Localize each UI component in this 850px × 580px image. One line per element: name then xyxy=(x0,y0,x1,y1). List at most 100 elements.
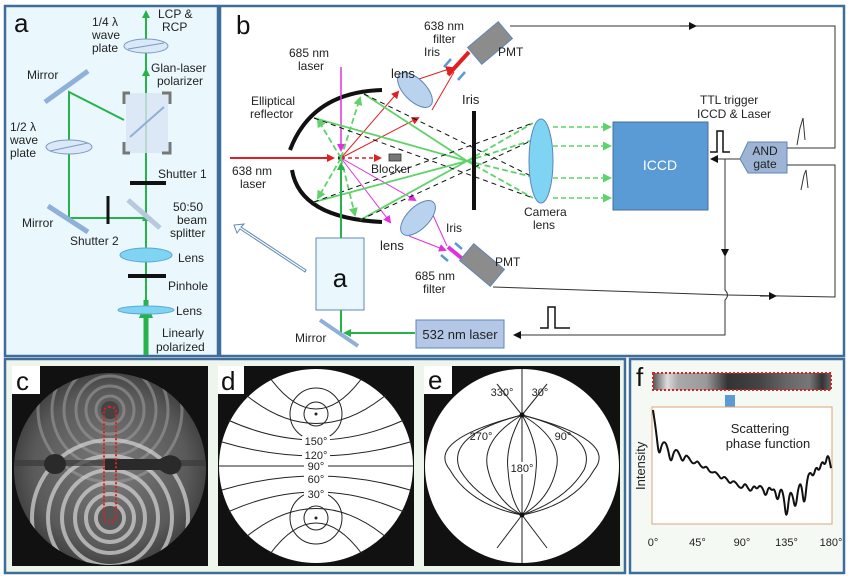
panel-f: f Scattering phase function Intensity 0°… xyxy=(628,357,846,575)
iccd-camera xyxy=(612,121,709,211)
x-axis-ticks: 0° 45° 90° 135° 180° xyxy=(648,537,843,549)
angle-label-120: 120° xyxy=(305,450,328,462)
label-iccd: ICCD xyxy=(643,157,677,173)
intensity-strip xyxy=(652,372,832,391)
iris-685-b xyxy=(454,242,463,250)
label-mirror-bottom: Mirror xyxy=(22,216,53,230)
panel-e-contours xyxy=(444,369,600,563)
label-laser-638: 638 nm xyxy=(232,164,272,178)
label-half-wave: 1/2 λ xyxy=(10,120,36,134)
black-dashed-1 xyxy=(313,117,534,199)
label-filter-638: 638 nm xyxy=(424,19,464,33)
holder-left xyxy=(44,454,66,474)
red-focus-2 xyxy=(431,71,455,111)
spot-top xyxy=(101,401,119,419)
elliptical-reflector-bottom xyxy=(290,169,383,224)
green-to-cam-4 xyxy=(466,160,534,199)
green-reflect-4 xyxy=(359,160,468,221)
angle-label-150: 150° xyxy=(305,436,328,448)
black-dashed-2 xyxy=(363,93,534,178)
quarter-wave-plate-axis xyxy=(127,42,165,50)
panel-d-letter-bg xyxy=(218,366,244,394)
label-pinhole: Pinhole xyxy=(168,279,208,293)
hollow-arrow-icon xyxy=(233,223,307,273)
wire-pmt638-to-gate xyxy=(510,25,836,149)
blocker xyxy=(388,153,402,162)
magenta-focus-2 xyxy=(431,212,448,247)
panel-a-letter: a xyxy=(14,8,29,38)
panel-a-frame xyxy=(3,4,220,358)
label-and: AND xyxy=(752,144,778,158)
label-filter-685: 685 nm xyxy=(415,269,455,283)
x-tick-label: 180° xyxy=(820,537,843,549)
beam-splitter xyxy=(126,198,162,230)
label-iris-bottom: Iris xyxy=(446,221,462,235)
x-tick-label: 0° xyxy=(648,537,659,549)
pmt-685 xyxy=(458,243,506,287)
x-tick-label: 45° xyxy=(689,537,706,549)
panel-e-letter-bg xyxy=(424,366,452,394)
label-splitter-2: beam xyxy=(177,213,207,227)
panel-c: c xyxy=(12,366,208,566)
lens-top xyxy=(119,247,173,263)
angle-label-270: 270° xyxy=(470,431,493,443)
pmt-638 xyxy=(466,21,514,65)
elliptical-reflector-top xyxy=(288,88,383,151)
panel-a: a 1/4 λ wave plate LCP & xyxy=(3,4,220,358)
label-laser-532: 532 nm laser xyxy=(422,327,498,342)
label-splitter-3: splitter xyxy=(170,226,205,240)
signal-spike-1 xyxy=(796,117,806,146)
polarizer-interface xyxy=(129,106,165,138)
label-laser-685: 685 nm xyxy=(289,46,329,60)
label-camera: Camera xyxy=(524,205,567,219)
label-lens-top: Lens xyxy=(178,251,204,265)
label-lcp-rcp: LCP & xyxy=(158,7,192,21)
lens-bottom xyxy=(117,305,175,315)
panel-b: b xyxy=(218,4,846,358)
laser-pulse-icon xyxy=(540,306,570,329)
label-laser-685-2: laser xyxy=(298,59,324,73)
mirror-bottom xyxy=(46,203,90,235)
label-pmt-bottom: PMT xyxy=(495,255,521,269)
label-lcp-rcp-2: RCP xyxy=(162,20,187,34)
label-laser-638-2: laser xyxy=(240,177,266,191)
panel-f-letter: f xyxy=(636,362,644,392)
magenta-scatter-2 xyxy=(340,157,392,224)
label-splitter: 50:50 xyxy=(173,200,203,214)
angle-label-330: 330° xyxy=(491,387,514,399)
x-tick-label: 135° xyxy=(775,537,798,549)
label-filter-685-2: filter xyxy=(423,282,446,296)
label-shutter-2: Shutter 2 xyxy=(70,234,119,248)
label-box-a: a xyxy=(333,263,348,293)
red-scatter-1 xyxy=(340,90,400,159)
label-filter-638-2: filter xyxy=(433,32,456,46)
selection-box xyxy=(103,406,117,523)
angle-label-30-e: 30° xyxy=(532,387,549,399)
and-gate xyxy=(739,141,788,174)
label-mirror-top: Mirror xyxy=(27,68,58,82)
green-reflect-2 xyxy=(363,93,468,162)
label-camera-lens: lens xyxy=(533,218,555,232)
bright-spot-bottom xyxy=(98,506,122,530)
holder-right xyxy=(105,455,182,475)
label-half-wave-3: plate xyxy=(10,146,36,160)
annotation-phase-function: phase function xyxy=(726,436,811,451)
black-dashed-3 xyxy=(313,122,534,203)
label-lens-bottom-b: lens xyxy=(380,238,404,253)
green-ray-3 xyxy=(317,157,342,200)
setup-a-box xyxy=(315,237,365,311)
magenta-focus-1 xyxy=(408,235,447,252)
iris-638-a xyxy=(443,58,452,68)
pole-top-e xyxy=(519,412,525,418)
iris-685-a xyxy=(440,254,449,262)
angle-label-180: 180° xyxy=(511,463,534,475)
pole-bottom-e xyxy=(519,512,525,518)
x-tick-label: 90° xyxy=(734,537,751,549)
down-arrow-shaft xyxy=(725,395,735,411)
label-glan-2: polarizer xyxy=(157,74,203,88)
label-lens-bottom: Lens xyxy=(176,304,202,318)
green-ray-1 xyxy=(316,118,342,159)
pole-bottom-d xyxy=(314,516,318,520)
signal-spike-2 xyxy=(800,169,809,191)
